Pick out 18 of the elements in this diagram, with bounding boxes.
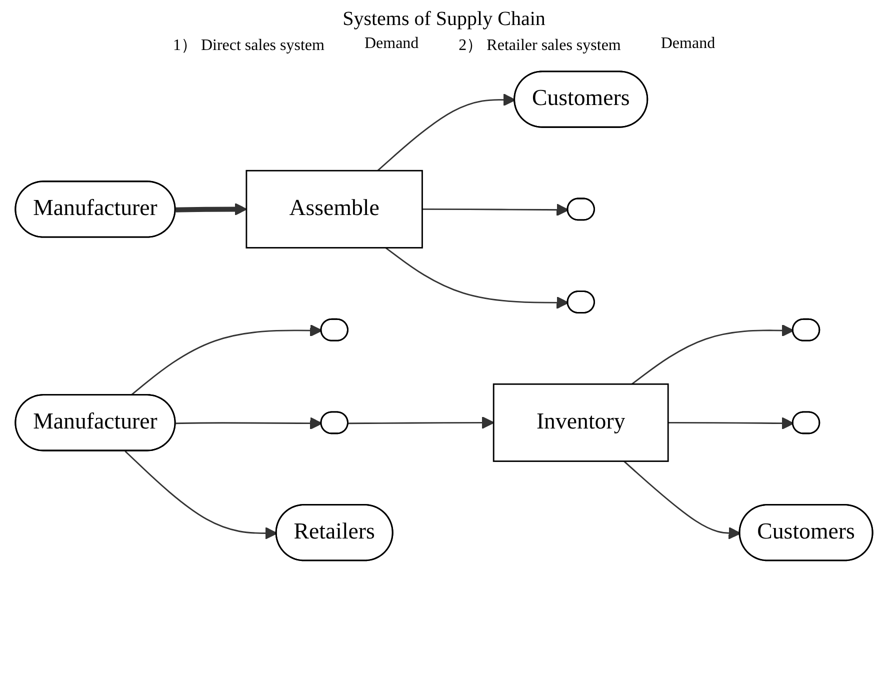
arrow [385,247,569,309]
arrow [348,416,494,429]
node-box: Assemble [246,170,423,248]
diagram-title: Systems of Supply Chain [342,8,546,31]
arrow [632,324,794,385]
node-box: Inventory [492,383,669,462]
arrow [176,417,322,430]
arrow [422,204,569,216]
arrow [377,94,516,172]
note-label: Demand [364,35,419,54]
arrow [624,460,741,540]
note-label: 1） Direct sales system [172,36,324,56]
arrow [124,450,278,540]
arrow [176,202,248,216]
arrow [130,324,322,396]
note-label: Demand [660,35,716,54]
arrow [668,417,794,430]
note-label: 2） Retailer sales system [458,36,621,56]
